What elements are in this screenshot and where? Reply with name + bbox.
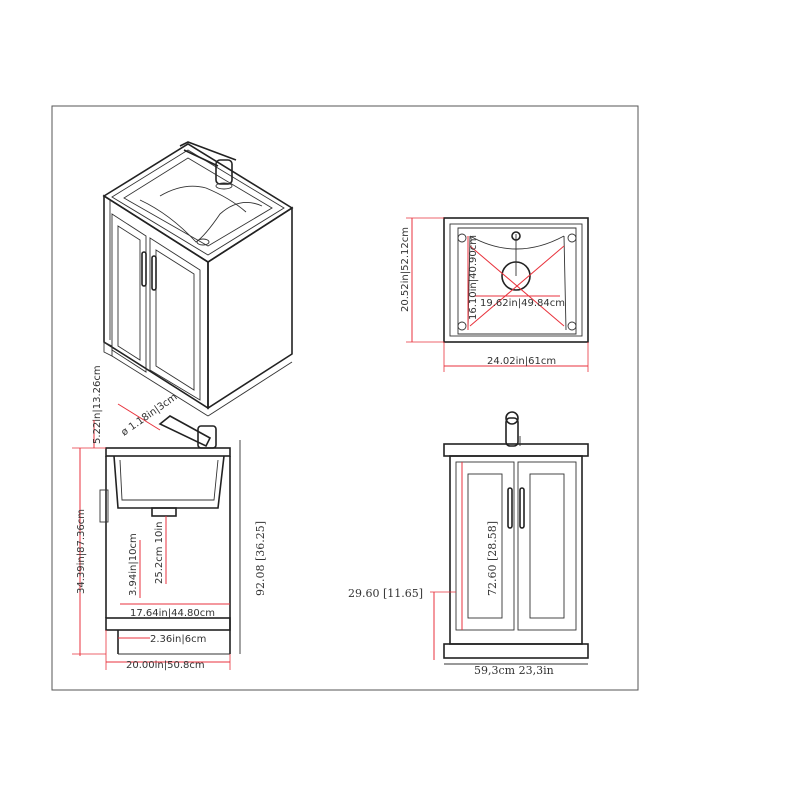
side-view <box>72 403 241 670</box>
side-toe-kick-label: 2.36in|6cm <box>150 634 206 645</box>
top-view <box>406 217 589 372</box>
side-faucet-diameter-label: ø 1.18in|3cm <box>119 392 179 439</box>
front-view <box>430 411 589 665</box>
front-overall-width-label: 59,3cm 23,3in <box>474 664 554 677</box>
front-door-bottom-label: 29.60 [11.65] <box>348 587 423 600</box>
side-overall-height-label: 92.08 [36.25] <box>254 521 267 596</box>
side-faucet-height-label: 5.22in|13.26cm <box>92 365 103 444</box>
top-basin-width-label: 19.62in|49.84cm <box>480 298 565 309</box>
top-width-label: 24.02in|61cm <box>487 356 556 367</box>
top-basin-depth-label: 16.10in|40.90cm <box>468 235 479 320</box>
side-drain-height-label: 3.94in|10cm <box>128 533 139 596</box>
side-bowl-depth-label: 25.2cm 10in <box>154 521 165 584</box>
side-toe-depth-label: 17.64in|44.80cm <box>130 608 215 619</box>
drawing-frame <box>51 105 639 691</box>
top-depth-label: 20.52in|52.12cm <box>400 227 411 312</box>
isometric-view <box>102 141 294 417</box>
side-total-height-label: 34.39in|87.36cm <box>76 509 87 594</box>
side-cabinet-depth-label: 20.00in|50.8cm <box>126 660 205 671</box>
front-door-height-label: 72.60 [28.58] <box>486 521 499 596</box>
